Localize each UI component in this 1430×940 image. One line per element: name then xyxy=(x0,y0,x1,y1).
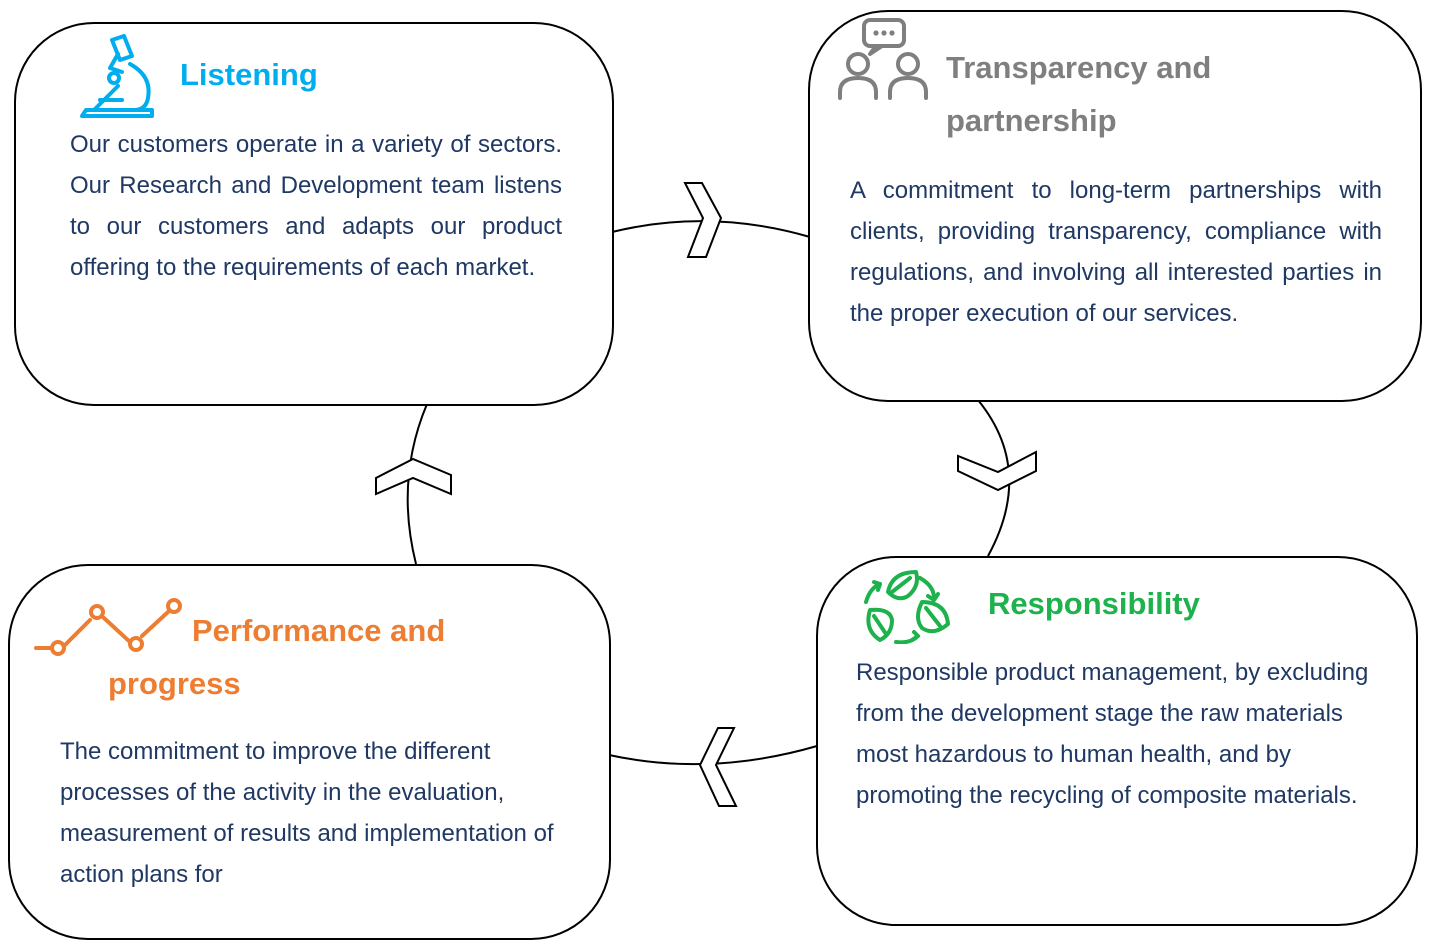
listening-title: Listening xyxy=(180,57,318,92)
chevron-down-arrow xyxy=(957,450,1037,492)
chevron-up-arrow xyxy=(375,457,452,496)
performance-title-line1: Performance and xyxy=(192,613,446,648)
recycle-leaves-icon xyxy=(864,570,950,644)
card-performance xyxy=(8,564,611,940)
performance-body: The commitment to improve the different … xyxy=(60,738,554,888)
responsibility-title: Responsibility xyxy=(988,586,1200,621)
responsibility-body: Responsible product management, by exclu… xyxy=(856,659,1369,809)
microscope-icon xyxy=(80,34,154,118)
listening-body: Our customers operate in a variety of se… xyxy=(70,131,562,281)
line-chart-icon xyxy=(34,598,182,656)
chevron-left-arrow xyxy=(698,727,738,807)
transparency-title-line1: Transparency and xyxy=(946,50,1212,85)
transparency-title-line2: partnership xyxy=(946,103,1117,138)
performance-title-line2: progress xyxy=(108,666,241,701)
people-chat-icon xyxy=(838,18,928,100)
chevron-right-arrow xyxy=(683,182,723,258)
connector-arc-left xyxy=(406,403,428,565)
transparency-body: A commitment to long-term partnerships w… xyxy=(850,177,1382,327)
card-listening xyxy=(14,22,614,406)
